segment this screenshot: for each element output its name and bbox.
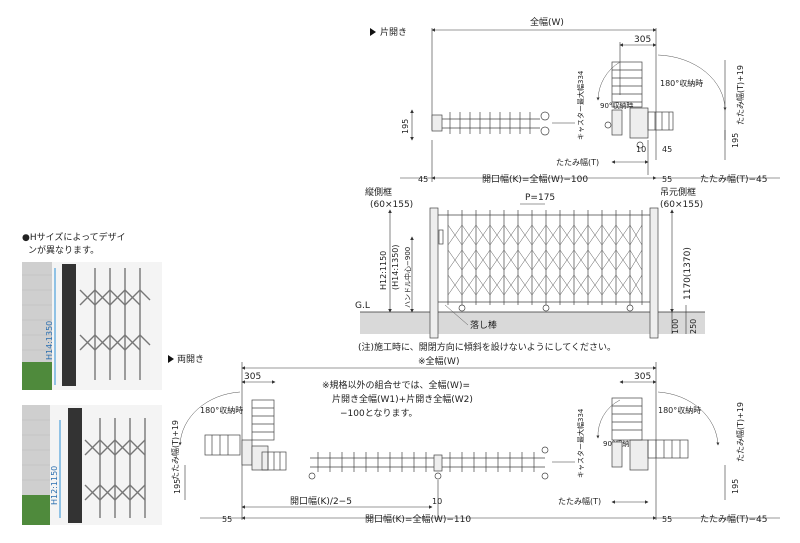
svg-text:H12:1150: H12:1150 (379, 251, 388, 290)
svg-text:開口幅(K)=全幅(W)−100: 開口幅(K)=全幅(W)−100 (482, 173, 588, 185)
svg-text:(H14:1350): (H14:1350) (391, 245, 400, 291)
single-elevation-view: 縦側框 (60×155) 吊元側框 (60×155) P=175 G.L (355, 186, 705, 353)
svg-text:キャスター最大幅334: キャスター最大幅334 (576, 70, 585, 140)
svg-text:100: 100 (671, 319, 680, 334)
svg-text:(注)施工時に、開閉方向に傾斜を設けないようにしてください。: (注)施工時に、開閉方向に傾斜を設けないようにしてください。 (358, 341, 616, 353)
svg-text:H14:1350: H14:1350 (45, 321, 54, 360)
svg-text:45: 45 (418, 175, 428, 184)
svg-text:305: 305 (634, 35, 651, 45)
svg-text:55: 55 (662, 175, 672, 184)
svg-text:(60×155): (60×155) (660, 200, 703, 210)
svg-text:180°収納時: 180°収納時 (200, 405, 243, 415)
svg-text:キャスター最大幅334: キャスター最大幅334 (576, 408, 585, 478)
photo-caption: ●Hサイズによってデザインが異なります。 (22, 231, 197, 243)
svg-text:10: 10 (432, 497, 442, 506)
svg-text:両開き: 両開き (177, 354, 204, 365)
svg-text:縦側框: 縦側框 (365, 186, 392, 198)
svg-text:90°収納時: 90°収納時 (600, 101, 633, 110)
photo-panel: ●Hサイズによってデザイ ンが異なります。 ●Hサイズによってデザインが異なりま… (22, 231, 197, 525)
svg-text:55: 55 (222, 515, 232, 524)
folded-pickets (449, 112, 531, 134)
svg-text:10: 10 (636, 145, 646, 154)
svg-text:片開き全幅(W1)+片開き全幅(W2): 片開き全幅(W1)+片開き全幅(W2) (332, 393, 473, 405)
svg-text:305: 305 (244, 372, 261, 382)
double-plan-view: ※全幅(W) ※規格以外の組合せでは、全幅(W)= 片開き全幅(W1)+片開き全… (170, 355, 780, 525)
svg-text:たたみ幅(T): たたみ幅(T) (556, 157, 599, 167)
gate-pickets (447, 210, 643, 305)
svg-text:250: 250 (689, 319, 698, 334)
svg-text:−100となります。: −100となります。 (340, 408, 418, 419)
photo-caption-line1: ●Hサイズによってデザイ (22, 231, 126, 243)
svg-text:(60×155): (60×155) (370, 200, 413, 210)
svg-text:全幅(W): 全幅(W) (530, 16, 564, 28)
section-single-label: 片開き (370, 26, 407, 38)
svg-text:開口幅(K)/2−5: 開口幅(K)/2−5 (290, 495, 352, 507)
svg-text:P=175: P=175 (525, 193, 555, 203)
svg-text:たたみ幅(T)+19: たたみ幅(T)+19 (735, 402, 745, 462)
svg-text:1170(1370): 1170(1370) (683, 247, 693, 300)
gate-lattice (447, 224, 643, 296)
svg-text:55: 55 (662, 515, 672, 524)
svg-text:180°収納時: 180°収納時 (660, 78, 703, 88)
svg-text:G.L: G.L (355, 301, 370, 311)
svg-text:ハンドル中心−900: ハンドル中心−900 (403, 247, 412, 308)
svg-text:195: 195 (731, 133, 740, 148)
svg-text:45: 45 (662, 145, 672, 154)
svg-text:たたみ幅(T): たたみ幅(T) (558, 496, 601, 506)
svg-text:305: 305 (634, 372, 651, 382)
svg-text:片開き: 片開き (380, 26, 407, 38)
svg-text:※全幅(W): ※全幅(W) (418, 355, 459, 367)
svg-text:たたみ幅(T)−45: たたみ幅(T)−45 (700, 173, 768, 185)
svg-text:たたみ幅(T)+19: たたみ幅(T)+19 (170, 420, 180, 480)
svg-text:195: 195 (731, 479, 740, 494)
single-plan-view: 全幅(W) 305 180°収納時 90°収納時 たたみ幅(T)+19 195 … (400, 16, 780, 185)
svg-text:195: 195 (401, 119, 410, 134)
svg-text:180°収納時: 180°収納時 (658, 405, 701, 415)
svg-text:※規格以外の組合せでは、全幅(W)=: ※規格以外の組合せでは、全幅(W)= (322, 379, 470, 391)
svg-text:H12:1150: H12:1150 (50, 466, 59, 505)
section-double-label: 両開き (168, 354, 204, 365)
svg-text:開口幅(K)=全幅(W)−110: 開口幅(K)=全幅(W)−110 (365, 513, 471, 525)
double-folded-pickets (317, 452, 535, 472)
svg-text:落し棒: 落し棒 (470, 319, 497, 331)
svg-text:たたみ幅(T)−45: たたみ幅(T)−45 (700, 513, 768, 525)
svg-text:たたみ幅(T)+19: たたみ幅(T)+19 (735, 65, 745, 125)
svg-text:195: 195 (173, 479, 182, 494)
photo-caption-line2: ンが異なります。 (28, 244, 99, 256)
svg-text:吊元側框: 吊元側框 (660, 186, 696, 198)
